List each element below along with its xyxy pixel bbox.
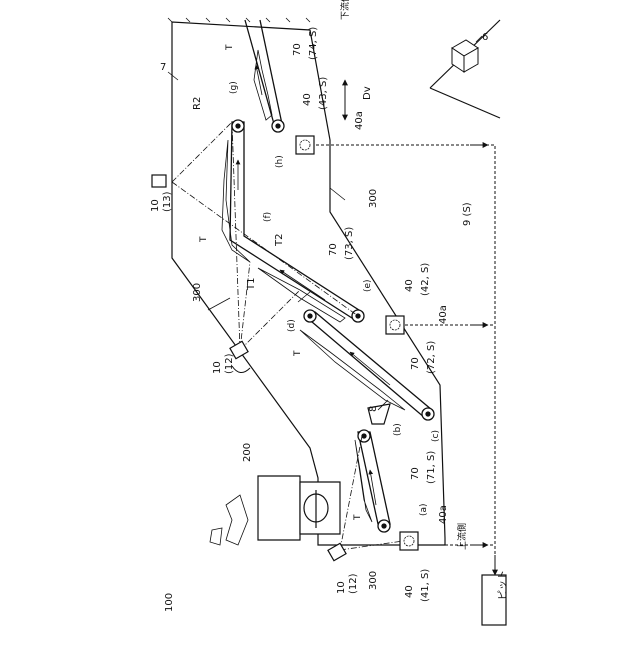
wall-low-label: 300: [368, 571, 379, 590]
camera-12b-line2: (12): [348, 573, 359, 594]
pulley-b: (b): [393, 423, 403, 436]
direction-label: Dv: [362, 86, 373, 100]
pit-label: ピット: [497, 570, 509, 600]
t-label-4: T: [353, 514, 363, 521]
unit-42-line1: 40: [404, 279, 415, 292]
region-label: R2: [192, 97, 203, 110]
wall-upper-label: 300: [368, 189, 379, 208]
signal-arrows: [470, 145, 495, 575]
server-label: 6: [482, 32, 488, 43]
belt-71-line1: 70: [410, 467, 421, 480]
camera-12a-line1: 10: [212, 361, 223, 374]
facility-label: 7: [160, 62, 166, 73]
camera-12a-line2: (12): [224, 353, 235, 374]
t1-label: T1: [246, 278, 257, 291]
downstream-label: 下流側: [339, 0, 351, 20]
conveyor-belts: [230, 20, 434, 532]
unit-42-line2: (42, S): [420, 263, 431, 296]
antenna-2-label: 40a: [438, 305, 449, 324]
t-label-3: T: [293, 350, 303, 357]
crusher: [258, 476, 340, 540]
belt-72-line2: (72, S): [426, 341, 437, 374]
unit-43-line1: 40: [302, 93, 313, 106]
belt-72-line1: 70: [410, 357, 421, 370]
unit-41-line2: (41, S): [420, 569, 431, 602]
unit-41-line1: 40: [404, 585, 415, 598]
wall-mid-label: 300: [192, 283, 203, 302]
signal-label: 9 (S): [462, 202, 473, 226]
t-label-2: T: [199, 236, 209, 243]
hatch-marks: [168, 18, 310, 22]
belt-71-line2: (71, S): [426, 451, 437, 484]
pulley-a: (a): [419, 503, 429, 516]
belt-73-line1: 70: [328, 243, 339, 256]
antenna-1-label: 40a: [354, 111, 365, 130]
camera-12b-line1: 10: [336, 581, 347, 594]
pulley-e: (e): [363, 279, 373, 292]
pulley-g: (g): [229, 81, 239, 94]
t-label-1: T: [225, 44, 235, 51]
pulley-c: (c): [431, 430, 441, 442]
belt-74-line2: (74, S): [308, 27, 319, 60]
facility-outline: [172, 20, 500, 545]
belt-73-line2: (73, S): [344, 227, 355, 260]
feeder-label: 8: [368, 406, 379, 412]
camera-13-line2: (13): [162, 191, 173, 212]
unit-43-line2: (43, S): [318, 77, 329, 110]
t2-label: T2: [274, 234, 285, 247]
figure-number: 100: [164, 593, 175, 612]
upstream-label: 上流側: [456, 523, 468, 550]
pulley-f: (f): [263, 212, 273, 222]
server-cube-icon: [452, 40, 478, 72]
antenna-3-label: 40a: [438, 505, 449, 524]
pulley-d: (d): [287, 319, 297, 332]
pulley-h: (h): [275, 155, 285, 168]
crusher-label: 200: [242, 443, 253, 462]
belt-74-line1: 70: [292, 43, 303, 56]
camera-13-line1: 10: [150, 199, 161, 212]
